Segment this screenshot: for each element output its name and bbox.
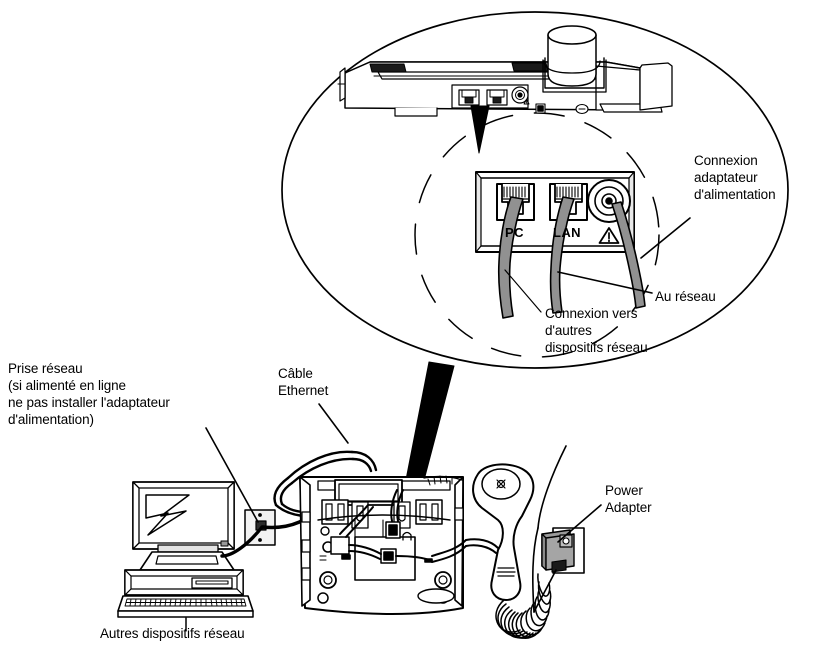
warning-triangle-icon: [598, 227, 620, 244]
label-power-adapter: Power Adapter: [605, 483, 652, 515]
phone-rear-edge-view: [337, 25, 673, 117]
desktop-computer: [117, 481, 254, 618]
label-prise-reseau: Prise réseau (si alimenté en ligne ne pa…: [8, 361, 170, 427]
enlarged-port-panel: [475, 171, 635, 253]
magnify-pointer-arrow: [403, 361, 455, 491]
label-au-reseau: Au réseau: [655, 289, 716, 304]
panel-cables: [497, 196, 646, 319]
label-connexion-autres-dispositifs: Connexion vers d'autres dispositifs rése…: [545, 306, 648, 355]
power-adapter-outlet: [532, 445, 585, 613]
label-cable-ethernet: Câble Ethernet: [278, 366, 329, 398]
telephone-handset: [417, 463, 552, 639]
zoom-arrow: [470, 105, 490, 154]
telephone-unit: [299, 475, 464, 615]
callout-leaders-lower: [205, 403, 602, 543]
callout-leaders-magnified: [504, 217, 691, 313]
port-label-pc: PC: [505, 225, 524, 240]
label-autres-dispositifs-reseau: Autres dispositifs réseau: [100, 626, 245, 641]
label-connexion-adaptateur-alimentation: Connexion adaptateur d'alimentation: [694, 153, 776, 202]
port-label-lan: LAN: [553, 225, 581, 240]
